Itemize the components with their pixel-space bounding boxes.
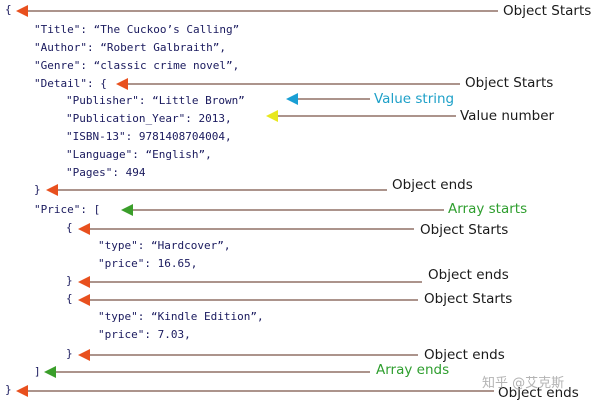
watermark: 知乎 @艾克斯 — [482, 376, 565, 391]
code-line: "Publication_Year": 2013, — [66, 112, 232, 125]
annotation-arrow — [16, 385, 494, 397]
code-line: { — [5, 3, 12, 16]
arrow-head — [44, 366, 56, 378]
annotation-arrow — [78, 276, 422, 288]
arrow-head — [16, 385, 28, 397]
annotation-label: Object Starts — [420, 222, 509, 238]
arrow-head — [116, 78, 128, 90]
annotation-arrow — [286, 93, 370, 105]
arrow-head — [16, 5, 28, 17]
arrow-head — [46, 184, 58, 196]
annotation-arrow — [78, 349, 418, 361]
annotation-arrow — [46, 184, 387, 196]
annotation-label: Object Starts — [424, 291, 513, 307]
annotation-arrow — [78, 294, 418, 306]
code-line: "price": 16.65, — [98, 257, 198, 270]
code-line: "Publisher": “Little Brown” — [66, 94, 245, 107]
annotation-label: Object Starts — [503, 3, 592, 19]
annotation-arrow — [116, 78, 460, 90]
annotation-arrow — [266, 110, 456, 122]
code-line: "Genre": “classic crime novel”, — [34, 59, 240, 72]
arrow-head — [121, 204, 133, 216]
annotation-arrow — [78, 223, 414, 235]
code-line: "Author": “Robert Galbraith”, — [34, 41, 227, 54]
code-line: } — [34, 183, 41, 196]
code-line: "Price": [ — [34, 203, 101, 216]
annotation-label: Array ends — [376, 362, 450, 378]
code-line: "Language": “English”, — [66, 148, 212, 161]
annotation-label: Array starts — [448, 201, 528, 217]
annotation-arrow — [44, 366, 370, 378]
arrow-head — [286, 93, 298, 105]
code-line: } — [5, 383, 12, 396]
arrow-head — [78, 294, 90, 306]
code-line: } — [66, 274, 73, 287]
code-line: } — [66, 347, 73, 360]
annotation-label: Object Starts — [465, 75, 554, 91]
code-line: "type": “Kindle Edition”, — [98, 310, 264, 323]
code-line: "type": “Hardcover”, — [98, 239, 231, 252]
code-line: { — [66, 221, 73, 234]
annotation-label: Value string — [374, 91, 455, 107]
arrow-head — [78, 349, 90, 361]
annotation-label: Object ends — [392, 177, 473, 193]
annotation-label: Value number — [460, 108, 555, 124]
code-line: "Detail": { — [34, 77, 107, 90]
code-line: "ISBN-13": 9781408704004, — [66, 130, 232, 143]
code-line: { — [66, 292, 73, 305]
annotation-label: Object ends — [498, 385, 579, 401]
annotation-arrow — [16, 5, 498, 17]
arrow-head — [78, 276, 90, 288]
code-line: "price": 7.03, — [98, 328, 191, 341]
code-line: "Pages": 494 — [66, 166, 146, 179]
arrow-head — [78, 223, 90, 235]
annotation-arrow — [121, 204, 444, 216]
code-line: "Title": “The Cuckoo’s Calling” — [34, 23, 240, 36]
annotation-label: Object ends — [424, 347, 505, 363]
annotation-label: Object ends — [428, 267, 509, 283]
arrow-head — [266, 110, 278, 122]
code-line: ] — [34, 365, 41, 378]
